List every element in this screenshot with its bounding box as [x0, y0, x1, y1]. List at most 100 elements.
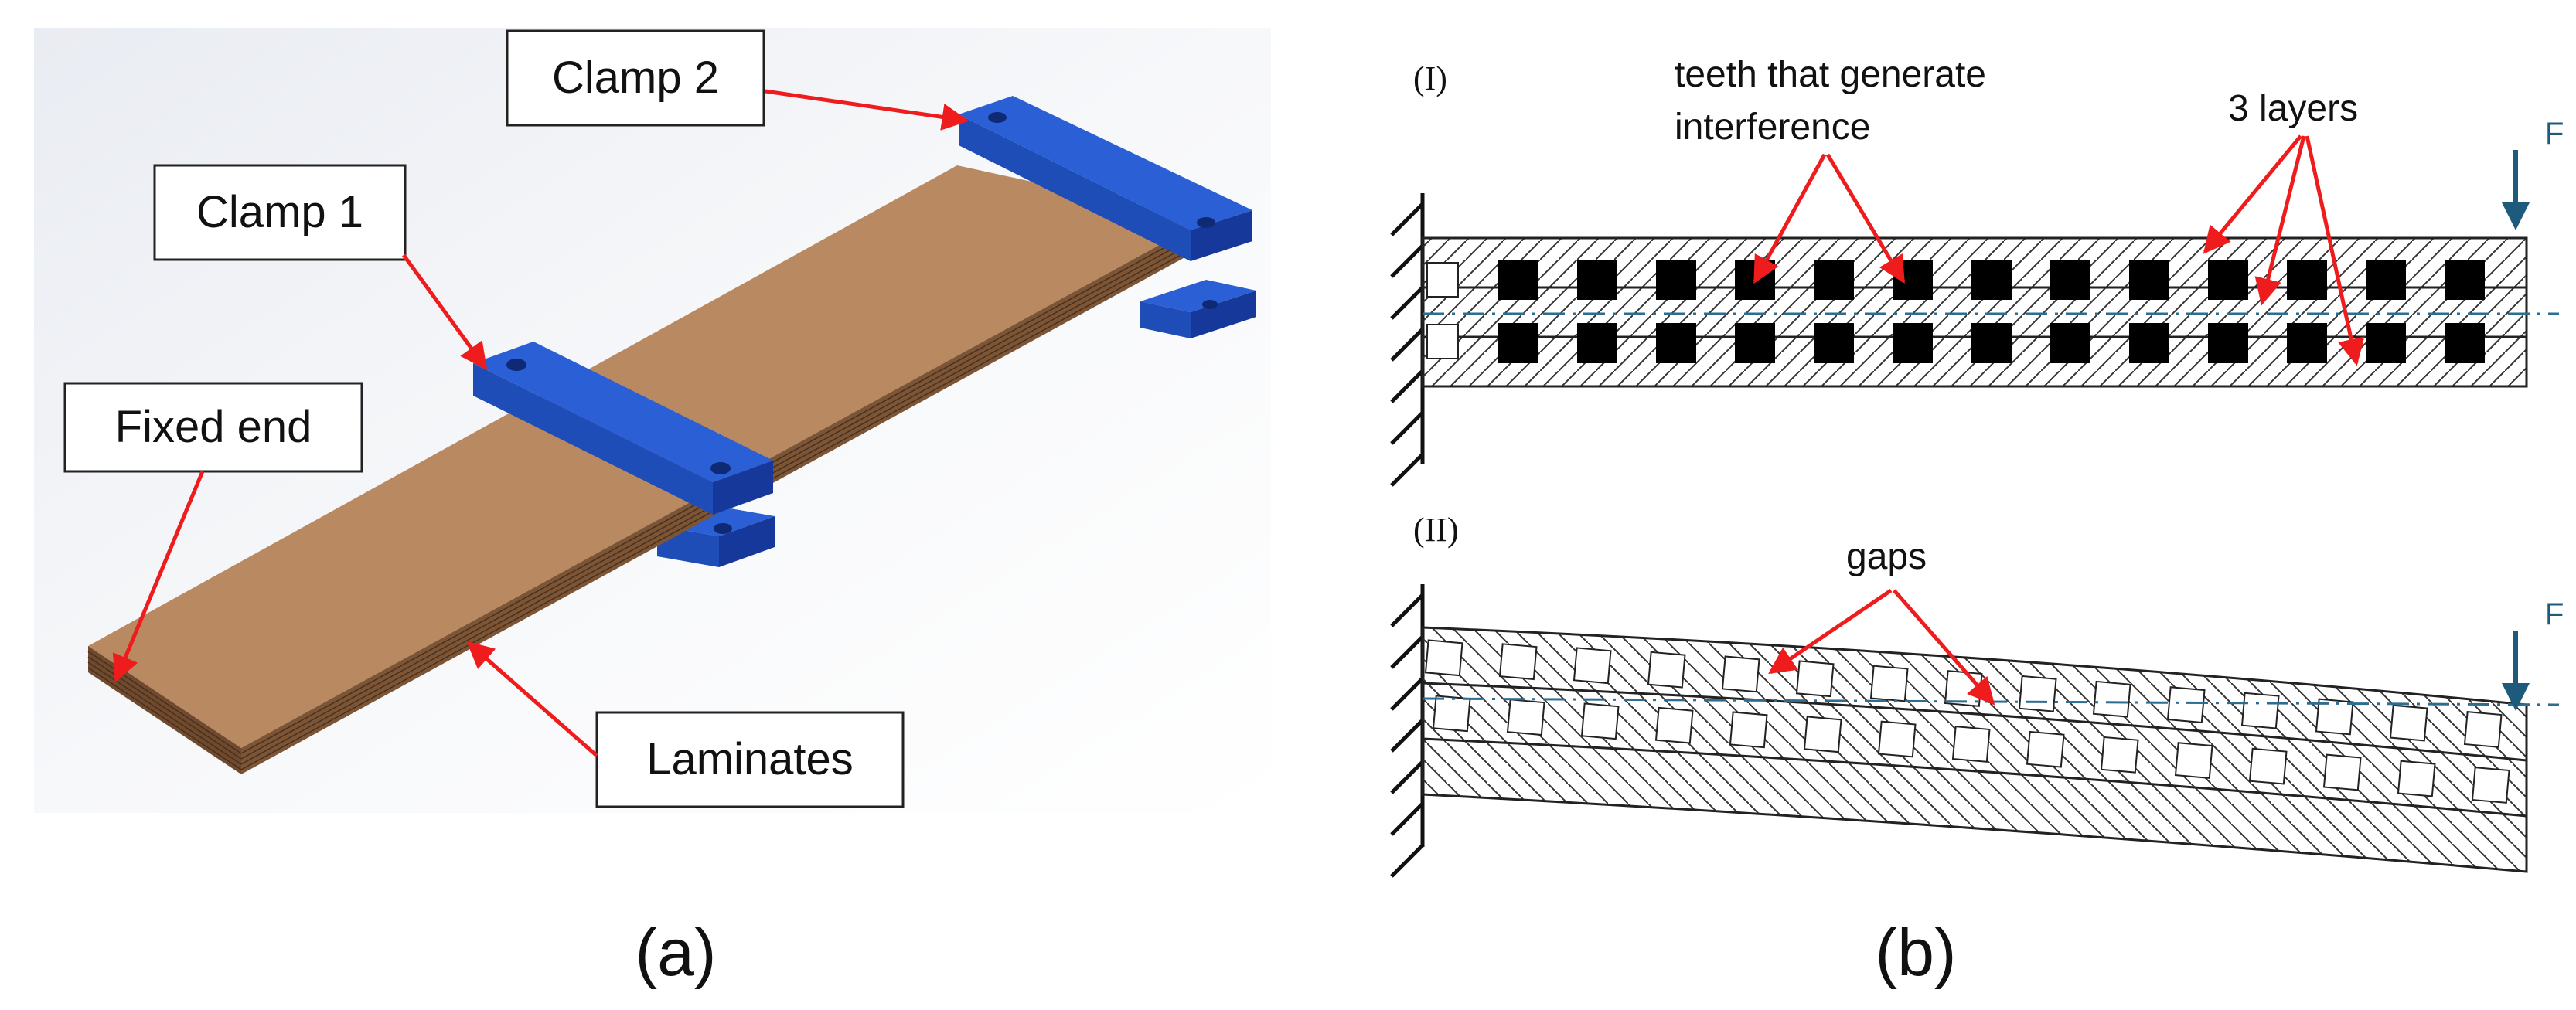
clamp1-label-box	[153, 164, 407, 261]
gap-tooth	[1877, 720, 1917, 758]
gap-tooth	[2397, 760, 2436, 797]
gap-tooth	[2018, 675, 2057, 712]
interference-tooth	[2050, 260, 2090, 300]
layers-pointer-arrow	[2254, 135, 2306, 306]
caption-a: (a)	[635, 916, 716, 990]
interference-tooth	[1814, 260, 1854, 300]
clamp1-upper-bar	[473, 342, 773, 515]
caption-b: (b)	[1875, 916, 1956, 990]
layers-pointer-arrow	[2203, 134, 2302, 254]
gap-tooth	[1647, 651, 1686, 689]
gap-tooth	[2166, 686, 2206, 723]
fixed-end-label: Fixed end	[115, 402, 312, 452]
gaps-pointer-arrow	[1768, 588, 1893, 675]
clamp2-lower-plate	[1140, 280, 1256, 338]
clamp2-label-box	[506, 29, 765, 127]
force-label-2: F	[2545, 597, 2564, 631]
interference-tooth	[2287, 260, 2327, 300]
gap-tooth	[2463, 711, 2503, 748]
interference-tooth	[1577, 260, 1617, 300]
interference-tooth	[2050, 323, 2090, 363]
sub-tag-1: (I)	[1413, 60, 1447, 97]
beam-1	[1421, 236, 2559, 388]
clamp2-upper-bar	[959, 96, 1252, 261]
gap-tooth	[2248, 747, 2288, 785]
interference-tooth	[2366, 260, 2406, 300]
interference-tooth	[2129, 260, 2169, 300]
teeth-label-line2: interference	[1675, 107, 1870, 148]
force-arrow-1	[2502, 150, 2530, 230]
beam-2-deflected	[1421, 626, 2560, 873]
fixed-end-pointer-arrow	[112, 471, 205, 683]
clamp2-pointer-arrow	[765, 89, 969, 131]
clamp1-bolt-hole	[710, 462, 731, 474]
clamp1-bolt-hole	[506, 359, 526, 371]
gap-tooth	[1432, 695, 1471, 733]
interference-tooth	[2129, 323, 2169, 363]
teeth-label-line1: teeth that generate	[1675, 54, 1986, 95]
force-arrow-2	[2502, 631, 2530, 711]
fixed-end-label-box	[63, 382, 363, 473]
interference-tooth	[1814, 323, 1854, 363]
gap-tooth	[2026, 730, 2065, 768]
interference-tooth	[2445, 323, 2485, 363]
gap-tooth	[1795, 660, 1835, 698]
gap-tooth	[1869, 665, 1909, 702]
interference-tooth	[1498, 260, 1538, 300]
laminates-label-box	[595, 711, 905, 808]
gap-tooth	[2100, 736, 2139, 774]
gap-tooth	[1573, 647, 1612, 685]
gap-tooth	[1424, 639, 1463, 677]
clamp2-bolt-hole	[1197, 217, 1215, 228]
gap-tooth	[2315, 698, 2354, 736]
gap-tooth	[1654, 706, 1694, 744]
force-label-1: F	[2545, 117, 2564, 151]
teeth-pointer-arrow	[1825, 153, 1906, 284]
interference-tooth	[2445, 260, 2485, 300]
gap-teeth-row-lower	[1432, 695, 2510, 804]
layers-label: 3 layers	[2228, 88, 2358, 129]
gap-tooth	[1580, 702, 1620, 740]
clamp2-bolt-hole	[988, 112, 1007, 123]
sub-tag-2: (II)	[1413, 511, 1459, 549]
interference-tooth	[2208, 260, 2248, 300]
teeth-row-upper	[1498, 260, 2485, 300]
interference-tooth	[2287, 323, 2327, 363]
gap-tooth	[2092, 680, 2131, 718]
laminates-label: Laminates	[646, 734, 854, 784]
interference-tooth	[2366, 323, 2406, 363]
gap-tooth	[2471, 767, 2510, 804]
gap-tooth	[1506, 699, 1545, 736]
interference-tooth	[1656, 323, 1696, 363]
interference-tooth	[1971, 323, 2012, 363]
interference-tooth	[1656, 260, 1696, 300]
interference-tooth	[1498, 323, 1538, 363]
gap-tooth	[1951, 726, 1991, 763]
clamp1-label: Clamp 1	[196, 187, 363, 237]
interference-tooth	[1735, 323, 1775, 363]
gaps-pointer-arrow	[1893, 589, 1995, 706]
fixed-wall-2	[1390, 584, 1425, 878]
gap-tooth	[1721, 655, 1760, 693]
interference-tooth	[1971, 260, 2012, 300]
interference-tooth	[2208, 323, 2248, 363]
gap-tooth	[1803, 716, 1842, 753]
fixed-wall-1	[1390, 193, 1425, 487]
gap-tooth	[1498, 643, 1538, 681]
gap-tooth	[1729, 711, 1768, 749]
panel-a: Clamp 2 Clamp 1 Fixed end Laminates (a)	[34, 28, 1271, 990]
interference-tooth	[1893, 260, 1933, 300]
laminates-pointer-arrow	[466, 641, 598, 757]
panel-b: (I) teeth that generate interference	[1390, 54, 2564, 990]
interference-tooth	[1893, 323, 1933, 363]
gap-tooth	[2174, 742, 2213, 779]
teeth-row-lower	[1498, 323, 2485, 363]
gap-tooth	[2322, 753, 2362, 791]
teeth-pointer-arrow	[1753, 153, 1827, 284]
interference-tooth	[1577, 323, 1617, 363]
clamp2-label: Clamp 2	[552, 53, 719, 103]
gaps-label: gaps	[1846, 536, 1927, 577]
layers-pointer-arrow	[2305, 135, 2365, 366]
gap-tooth	[2240, 692, 2280, 729]
